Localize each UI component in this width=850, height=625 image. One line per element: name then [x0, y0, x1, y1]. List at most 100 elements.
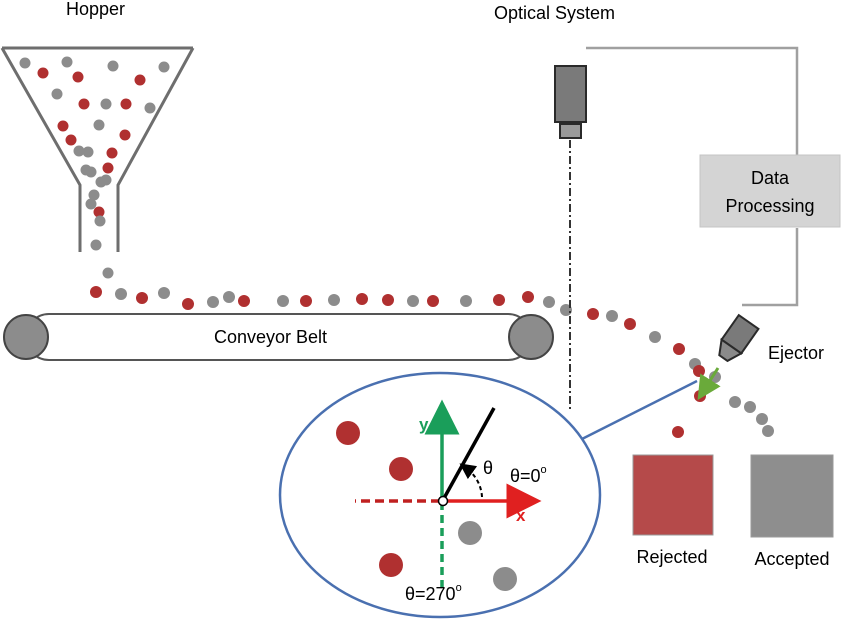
belt-particle: [182, 298, 194, 310]
rejected-bin: [632, 454, 714, 536]
camera-body: [554, 65, 587, 123]
trajectory-particles: [587, 308, 774, 438]
belt-particles: [90, 286, 572, 316]
belt-particle: [328, 294, 340, 306]
inset-ellipse: [278, 371, 602, 619]
trajectory-particle: [673, 343, 685, 355]
trajectory-particle: [729, 396, 741, 408]
hopper-label: Hopper: [66, 0, 125, 19]
hopper-particle: [51, 88, 63, 100]
belt-particle: [522, 291, 534, 303]
theta-label: θ: [483, 458, 493, 478]
hopper-particle: [61, 56, 73, 68]
ejector-nozzle: [718, 337, 744, 363]
hopper-particle: [57, 120, 69, 132]
belt-roller-right: [508, 314, 554, 360]
hopper-particle: [88, 189, 100, 201]
inset-particle: [493, 567, 517, 591]
trajectory-particle: [744, 401, 756, 413]
conveyor-belt: [3, 313, 554, 361]
camera-lens: [559, 123, 582, 139]
angle-arc: [459, 463, 483, 498]
data-processing-label-line1: Data: [751, 168, 790, 188]
hopper-particle: [134, 74, 146, 86]
belt-particle: [158, 287, 170, 299]
trajectory-particle: [624, 318, 636, 330]
hopper-particle: [102, 162, 114, 174]
belt-particle: [238, 295, 250, 307]
belt-particle: [223, 291, 235, 303]
inset-particle: [458, 521, 482, 545]
data-processing-box: [699, 154, 841, 228]
theta-zero-label: θ=0o: [510, 464, 547, 486]
belt-particle: [136, 292, 148, 304]
belt-particle: [115, 288, 127, 300]
belt-particle: [543, 296, 555, 308]
belt-particle: [207, 296, 219, 308]
hopper-particle: [102, 267, 114, 279]
hopper-particle: [78, 98, 90, 110]
hopper-particle: [19, 57, 31, 69]
ejection-air-arrow: [697, 367, 721, 401]
inset-particles: [336, 421, 517, 591]
hopper-outline-right: [116, 47, 195, 252]
trajectory-particle: [762, 425, 774, 437]
hopper-particle: [107, 60, 119, 72]
x-axis-label: x: [516, 506, 526, 525]
trajectory-particle: [672, 426, 684, 438]
trajectory-particle: [649, 331, 661, 343]
belt-particle: [493, 294, 505, 306]
hopper-particle: [93, 206, 105, 218]
processor-to-ejector-wire: [742, 228, 799, 307]
trajectory-particle: [606, 310, 618, 322]
hopper-particle: [119, 129, 131, 141]
hopper-particle: [72, 71, 84, 83]
trajectory-particle: [693, 365, 705, 377]
trajectory-particle: [587, 308, 599, 320]
hopper-particle: [93, 119, 105, 131]
hopper-particle: [95, 176, 107, 188]
belt-particle: [300, 295, 312, 307]
hopper-particle: [158, 61, 170, 73]
hopper-particle: [144, 102, 156, 114]
data-processing: Data Processing: [586, 46, 841, 307]
trajectory-particle: [694, 390, 706, 402]
data-processing-label-line2: Processing: [725, 196, 814, 216]
orientation-line: [441, 407, 496, 501]
camera: [554, 65, 587, 410]
trajectory-particle: [756, 413, 768, 425]
hopper-particle: [85, 198, 97, 210]
belt-particle: [90, 286, 102, 298]
hopper-particle: [37, 67, 49, 79]
belt-particle: [356, 293, 368, 305]
inset-view: y x θ θ=0o θ=270o: [278, 371, 602, 619]
belt-particle: [382, 294, 394, 306]
belt-particle: [427, 295, 439, 307]
hopper-particle: [73, 145, 85, 157]
hopper-particle: [90, 239, 102, 251]
hopper-outline-left: [0, 47, 82, 252]
belt-particle: [407, 295, 419, 307]
ejector-label: Ejector: [768, 343, 824, 363]
ejector: [718, 313, 760, 363]
y-axis-label: y: [419, 415, 429, 434]
inset-particle: [379, 553, 403, 577]
hopper-particle: [80, 164, 92, 176]
hopper-particle: [106, 147, 118, 159]
theta-270-label: θ=270o: [405, 582, 462, 604]
optical-system-label: Optical System: [494, 3, 615, 23]
accepted-label: Accepted: [754, 549, 829, 569]
hopper-particle: [94, 215, 106, 227]
camera-to-processor-wire: [586, 46, 799, 155]
belt-particle: [277, 295, 289, 307]
inset-particle: [389, 457, 413, 481]
hopper-particle: [65, 134, 77, 146]
hopper-particles: [19, 56, 170, 279]
hopper-particle: [120, 98, 132, 110]
accepted-bin: [750, 454, 834, 538]
belt-particle: [460, 295, 472, 307]
hopper-particle: [82, 146, 94, 158]
conveyor-belt-label: Conveyor Belt: [214, 327, 327, 347]
rejected-label: Rejected: [636, 547, 707, 567]
